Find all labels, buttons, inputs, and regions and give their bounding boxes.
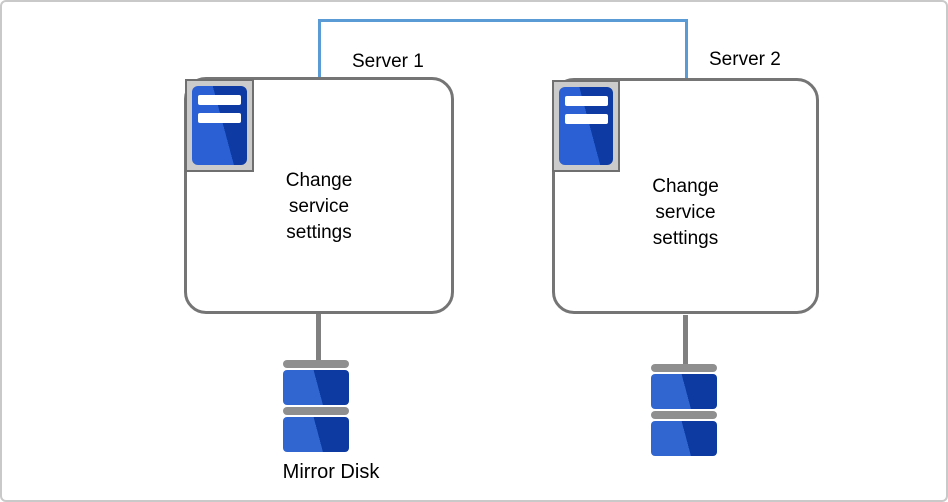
cluster-interconnect-line [318,19,688,78]
server2-box: Change service settings [552,78,819,314]
server1-label: Server 1 [352,51,424,72]
disk-platter-icon [651,421,717,456]
server1-body-text: Change service settings [285,170,353,243]
server2-server-icon [552,80,620,172]
server-drive-bay-icon [198,95,241,105]
disk-cap-icon [283,360,349,368]
server2-label: Server 2 [709,49,781,70]
mirror-disk-label: Mirror Disk [282,461,380,483]
disk-platter-icon [283,370,349,405]
disk-cap-icon [651,411,717,419]
server-drive-bay-icon [198,113,241,123]
server2-disk-connector-line [683,315,688,364]
server2-body-text: Change service settings [652,176,719,249]
disk-platter-icon [651,374,717,409]
server-drive-bay-icon [565,114,608,124]
server-tower-icon [192,86,247,165]
disk-platter-icon [283,417,349,452]
server-tower-icon [559,87,613,165]
server2-mirror-disk-icon [651,364,717,458]
server-drive-bay-icon [565,96,608,106]
server1-mirror-disk-icon [283,360,349,454]
server1-disk-connector-line [316,312,321,360]
disk-cap-icon [283,407,349,415]
disk-cap-icon [651,364,717,372]
server1-server-icon [185,79,254,172]
